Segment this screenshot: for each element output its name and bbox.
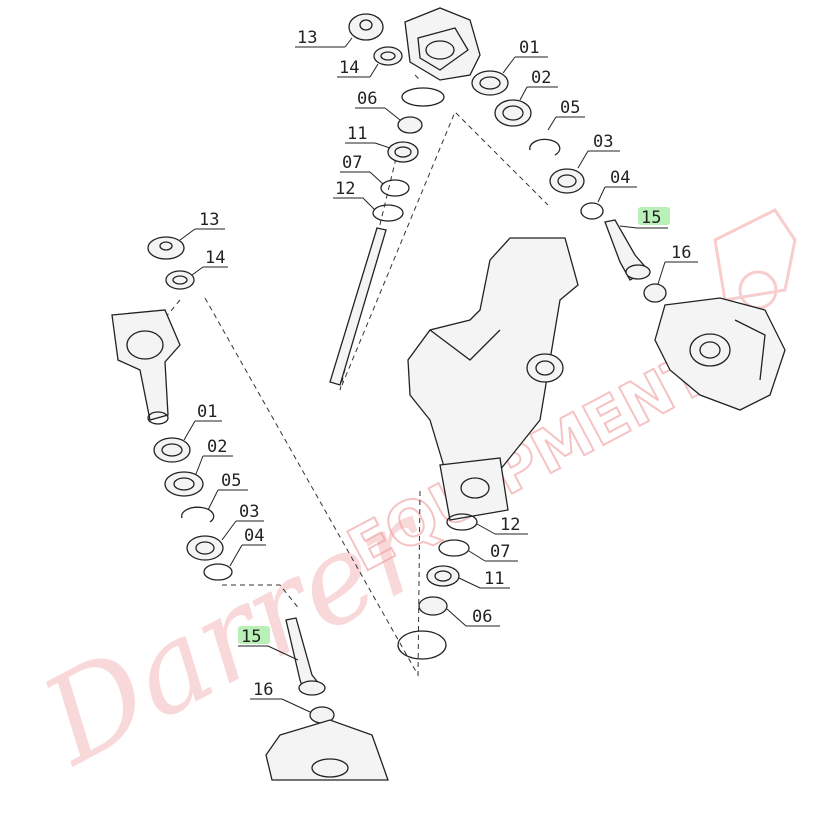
callout-top-14: 14: [339, 58, 359, 78]
left-bearing-14: [165, 270, 195, 290]
callout-top-05: 05: [560, 98, 580, 118]
top-pinion-15: [604, 219, 651, 281]
callout-left-04: 04: [244, 526, 264, 546]
callout-top-13: 13: [297, 28, 317, 48]
top-oring: [401, 87, 445, 107]
right-bearing-11: [426, 565, 460, 587]
callout-left-14: 14: [205, 248, 225, 268]
callout-top-16: 16: [671, 243, 691, 263]
watermark: Darrer EQUIPMENT: [21, 208, 797, 793]
callouts-right-stack: 12 07 11 06: [472, 515, 520, 627]
top-bearing-03: [549, 168, 585, 194]
bottom-final-drive-housing: [265, 719, 389, 781]
top-bearing-14: [373, 46, 403, 66]
top-bearing-11: [387, 141, 419, 163]
top-nut-06: [397, 116, 423, 134]
callout-left-15-highlight: [238, 626, 270, 644]
right-oring: [397, 630, 447, 660]
right-snapring-12: [446, 513, 478, 531]
watermark-tractor-icon: [713, 208, 797, 310]
callout-top-15: 15: [641, 208, 661, 228]
callout-left-16: 16: [253, 680, 273, 700]
top-shaft: [329, 227, 387, 386]
top-seal-01: [471, 70, 509, 96]
callout-right-07: 07: [490, 542, 510, 562]
right-washer-07: [438, 539, 470, 557]
callout-top-11: 11: [347, 124, 367, 144]
callout-top-15-highlight: [638, 207, 670, 225]
callout-top-01: 01: [519, 38, 539, 58]
callout-top-03: 03: [593, 132, 613, 152]
left-circlip-05: [181, 506, 215, 523]
right-final-drive-housing: [654, 297, 786, 411]
left-seal-01: [153, 437, 191, 463]
left-bearing-03: [186, 535, 224, 561]
callout-left-03: 03: [239, 502, 259, 522]
callout-right-11: 11: [484, 569, 504, 589]
top-washer-07: [380, 179, 410, 197]
callout-top-12: 12: [335, 179, 355, 199]
top-cap-13: [348, 13, 384, 41]
callout-top-07: 07: [342, 153, 362, 173]
top-ring-04: [580, 202, 604, 220]
left-seal-02: [164, 471, 204, 497]
center-flange-plate: [439, 457, 509, 521]
top-snapring-12: [372, 204, 404, 222]
top-gear-housing: [404, 7, 481, 81]
callout-left-02: 02: [207, 437, 227, 457]
callout-right-06: 06: [472, 607, 492, 627]
callout-left-01: 01: [197, 402, 217, 422]
callout-leaders: [179, 37, 698, 713]
left-steering-housing: [111, 309, 181, 425]
left-pinion-15: [285, 617, 326, 696]
top-bearing-16: [643, 283, 667, 303]
callout-left-05: 05: [221, 471, 241, 491]
callout-top-06: 06: [357, 89, 377, 109]
callout-left-13: 13: [199, 210, 219, 230]
callouts-left-assembly: 13 14 01 02 05 03 04 15 16: [197, 210, 273, 700]
top-circlip-05: [529, 138, 561, 156]
callouts-top-assembly: 13 14 06 11 07 12 01 02 05 03 04 15 16: [297, 28, 691, 263]
left-ring-04: [203, 563, 233, 581]
right-nut-06: [418, 596, 448, 616]
callout-left-15: 15: [241, 627, 261, 647]
center-axle-housing: [407, 237, 579, 471]
callout-right-12: 12: [500, 515, 520, 535]
callout-top-04: 04: [610, 168, 630, 188]
left-cap-13: [147, 236, 185, 260]
callout-top-02: 02: [531, 68, 551, 88]
top-seal-02: [494, 99, 532, 127]
